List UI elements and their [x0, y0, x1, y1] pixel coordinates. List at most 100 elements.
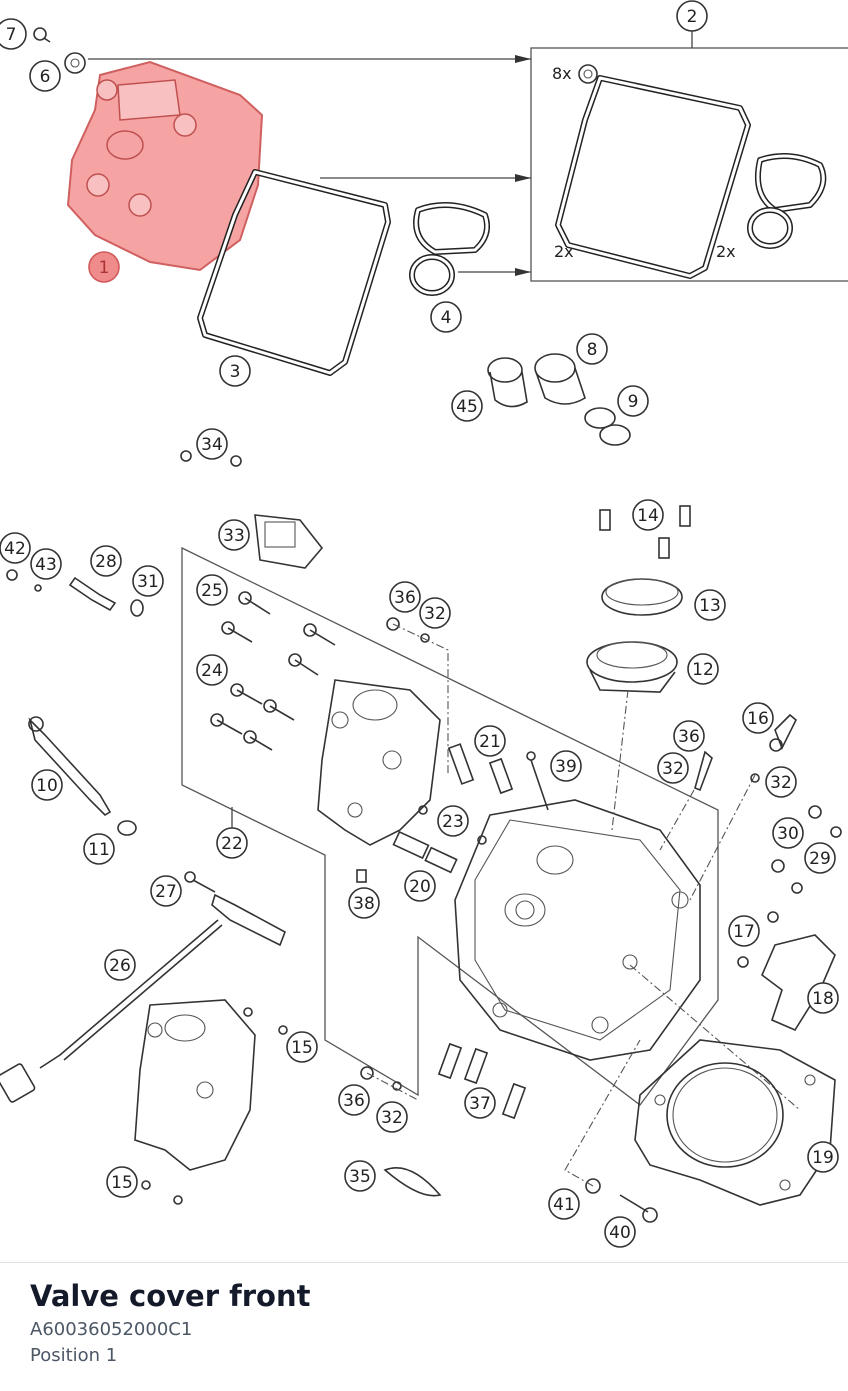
- callout-number: 27: [155, 882, 177, 902]
- camshaft-bridge-part[interactable]: [317, 679, 441, 846]
- callout-number: 43: [35, 555, 57, 575]
- callout-number: 19: [812, 1148, 834, 1168]
- callout-number: 31: [137, 572, 159, 592]
- callout-number: 10: [36, 776, 58, 796]
- callout-30[interactable]: 30: [772, 817, 804, 849]
- callout-number: 22: [221, 834, 243, 854]
- callout-27[interactable]: 27: [150, 875, 182, 907]
- callout-45[interactable]: 45: [451, 390, 483, 422]
- callout-16[interactable]: 16: [742, 702, 774, 734]
- cylinder-head-part[interactable]: [454, 799, 701, 1061]
- camshaft-sensor-part[interactable]: [180, 450, 324, 569]
- callout-number: 38: [353, 894, 375, 914]
- callout-18[interactable]: 18: [807, 982, 839, 1014]
- callout-number: 3: [230, 362, 241, 382]
- part-number: A60036052000C1: [30, 1319, 193, 1340]
- callout-25[interactable]: 25: [196, 574, 228, 606]
- callout-number: 24: [201, 661, 223, 681]
- callout-10[interactable]: 10: [31, 769, 63, 801]
- callout-43[interactable]: 43: [30, 548, 62, 580]
- callout-41[interactable]: 41: [548, 1188, 580, 1220]
- cylinder-head-gasket-part[interactable]: [634, 1039, 836, 1206]
- callout-number: 9: [628, 392, 639, 412]
- callout-13[interactable]: 13: [694, 589, 726, 621]
- callout-number: 32: [770, 773, 792, 793]
- gasket-kit-box: 8x 2x 2x: [88, 30, 848, 282]
- callout-number: 28: [95, 552, 117, 572]
- callout-number: 30: [777, 824, 799, 844]
- callout-number: 15: [111, 1173, 133, 1193]
- valve-cover-gasket-part[interactable]: [197, 169, 391, 376]
- callout-19[interactable]: 19: [807, 1141, 839, 1173]
- callout-37[interactable]: 37: [464, 1087, 496, 1119]
- callout-number: 25: [201, 581, 223, 601]
- callout-number: 7: [6, 25, 17, 45]
- callout-9[interactable]: 9: [617, 385, 649, 417]
- callout-36[interactable]: 36: [673, 720, 705, 752]
- callout-28[interactable]: 28: [90, 545, 122, 577]
- callout-number: 32: [424, 604, 446, 624]
- callout-number: 33: [223, 526, 245, 546]
- callout-38[interactable]: 38: [348, 887, 380, 919]
- callout-number: 17: [733, 922, 755, 942]
- callout-32[interactable]: 32: [765, 766, 797, 798]
- callout-14[interactable]: 14: [632, 499, 664, 531]
- spark-plug-gasket-part[interactable]: [409, 202, 490, 296]
- callout-number: 1: [99, 258, 110, 278]
- callout-number: 13: [699, 596, 721, 616]
- quantity-label: 2x: [554, 242, 574, 261]
- callout-4[interactable]: 4: [430, 301, 462, 333]
- callout-17[interactable]: 17: [728, 915, 760, 947]
- callout-12[interactable]: 12: [687, 653, 719, 685]
- callout-24[interactable]: 24: [196, 654, 228, 686]
- callout-22[interactable]: 22: [216, 827, 248, 859]
- callout-32[interactable]: 32: [376, 1101, 408, 1133]
- callout-21[interactable]: 21: [474, 725, 506, 757]
- page-title: Valve cover front: [30, 1279, 311, 1313]
- callout-number: 32: [662, 759, 684, 779]
- callout-34[interactable]: 34: [196, 428, 228, 460]
- callout-number: 6: [40, 67, 51, 87]
- position-label: Position 1: [30, 1345, 118, 1366]
- callout-15[interactable]: 15: [286, 1031, 318, 1063]
- callout-40[interactable]: 40: [604, 1216, 636, 1248]
- bolt-set-part[interactable]: [210, 591, 336, 751]
- callout-3[interactable]: 3: [219, 355, 251, 387]
- callout-8[interactable]: 8: [576, 333, 608, 365]
- callout-number: 32: [381, 1108, 403, 1128]
- sleeve-parts[interactable]: [487, 353, 631, 446]
- callout-number: 26: [109, 956, 131, 976]
- callout-20[interactable]: 20: [404, 870, 436, 902]
- callout-36[interactable]: 36: [389, 581, 421, 613]
- callout-6[interactable]: 6: [29, 60, 61, 92]
- callout-number: 34: [201, 435, 223, 455]
- footer-panel: Valve cover front A60036052000C1 Positio…: [0, 1262, 848, 1391]
- callout-31[interactable]: 31: [132, 565, 164, 597]
- callout-15[interactable]: 15: [106, 1166, 138, 1198]
- callout-number: 15: [291, 1038, 313, 1058]
- callout-32[interactable]: 32: [419, 597, 451, 629]
- callout-number: 40: [609, 1223, 631, 1243]
- callout-26[interactable]: 26: [104, 949, 136, 981]
- callout-11[interactable]: 11: [83, 833, 115, 865]
- quantity-label: 8x: [552, 64, 572, 83]
- callout-number: 36: [394, 588, 416, 608]
- callout-32[interactable]: 32: [657, 752, 689, 784]
- valve-cover-part[interactable]: [66, 60, 264, 272]
- callout-29[interactable]: 29: [804, 842, 836, 874]
- callout-number: 41: [553, 1195, 575, 1215]
- callout-1[interactable]: 1: [88, 251, 120, 283]
- callout-39[interactable]: 39: [550, 750, 582, 782]
- callout-42[interactable]: 42: [0, 532, 31, 564]
- callout-36[interactable]: 36: [338, 1084, 370, 1116]
- callout-23[interactable]: 23: [437, 805, 469, 837]
- callout-number: 11: [88, 840, 110, 860]
- callout-7[interactable]: 7: [0, 18, 27, 50]
- callout-number: 36: [678, 727, 700, 747]
- callout-33[interactable]: 33: [218, 519, 250, 551]
- callout-35[interactable]: 35: [344, 1160, 376, 1192]
- callout-2[interactable]: 2: [676, 0, 708, 32]
- callout-number: 35: [349, 1167, 371, 1187]
- callout-number: 42: [4, 539, 26, 559]
- callout-number: 4: [441, 308, 452, 328]
